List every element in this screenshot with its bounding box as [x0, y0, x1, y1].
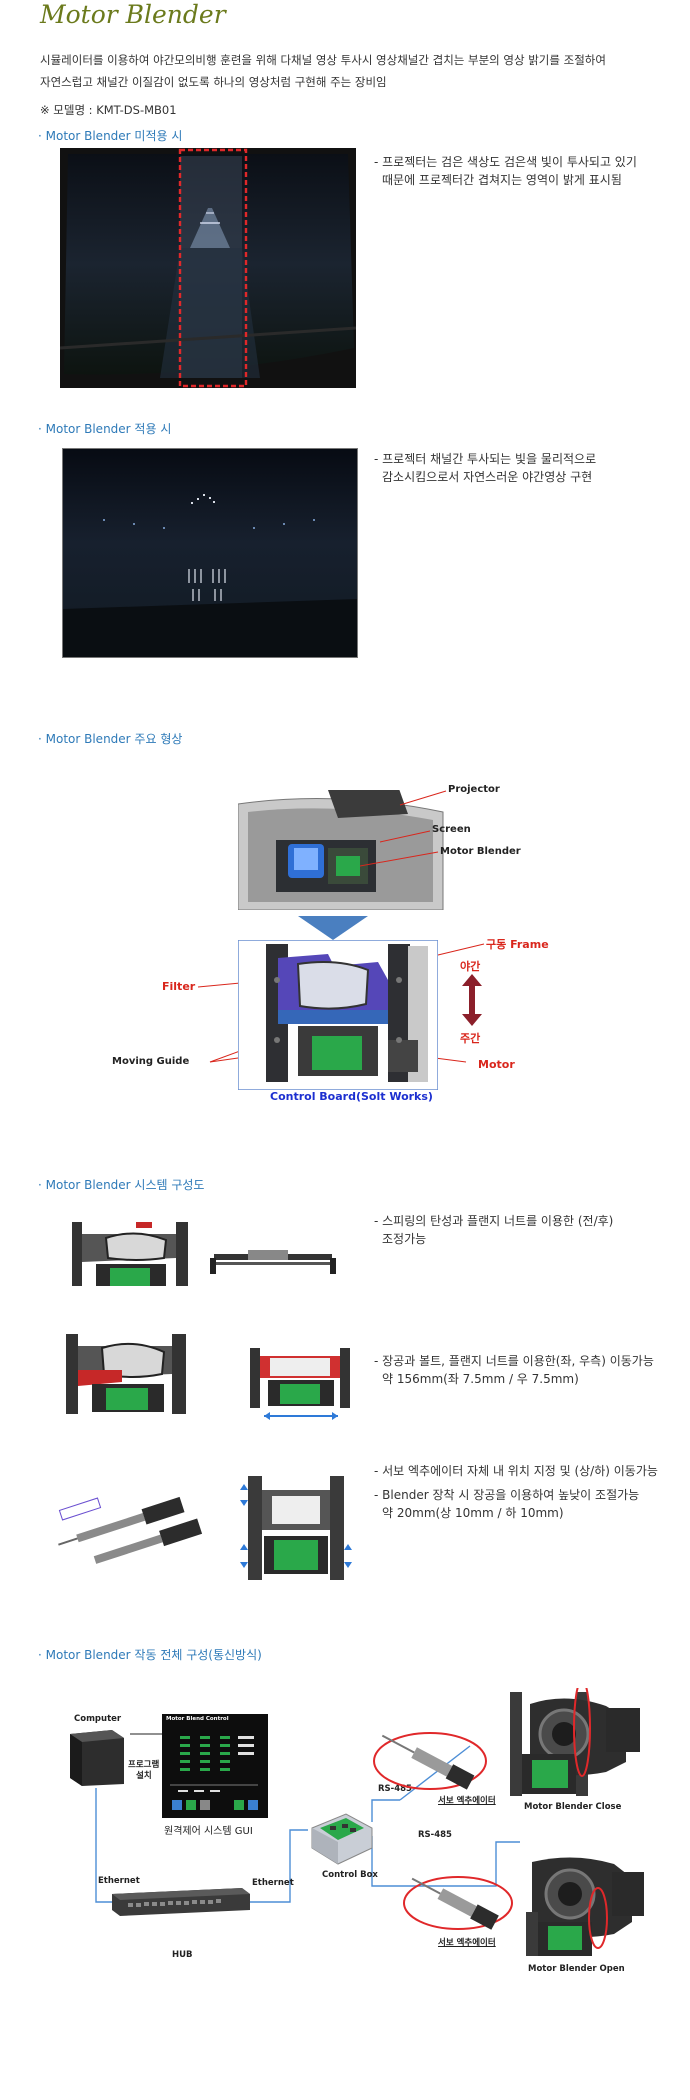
label-moving-guide: Moving Guide — [112, 1056, 190, 1067]
label-gui: 원격제어 시스템 GUI — [164, 1826, 253, 1837]
note-row3-1: - 서보 엑추에이터 자체 내 위치 지정 및 (상/하) 이동가능 — [374, 1464, 658, 1478]
section-heading-overall-config: · Motor Blender 작동 전체 구성(통신방식) — [38, 1648, 262, 1662]
label-control-box: Control Box — [322, 1870, 378, 1880]
label-ethernet-mid: Ethernet — [252, 1878, 294, 1888]
label-projector: Projector — [448, 784, 500, 795]
label-servo-top: 서보 엑추에이터 — [438, 1796, 496, 1806]
label-filter: Filter — [162, 980, 196, 993]
note-row1-2: 조정가능 — [382, 1232, 427, 1246]
frame-vertical-adjust — [236, 1470, 356, 1582]
projector-screen-illustration — [237, 786, 448, 911]
label-motor-blender: Motor Blender — [440, 846, 521, 857]
label-computer: Computer — [74, 1714, 122, 1724]
frame-side-view-1 — [66, 1218, 194, 1288]
remote-control-gui: Motor Blend Control — [162, 1714, 268, 1818]
label-motor: Motor — [478, 1058, 515, 1071]
label-control-board: Control Board(Solt Works) — [270, 1090, 433, 1103]
motor-blender-close-illustration — [506, 1679, 644, 1800]
gui-title: Motor Blend Control — [166, 1716, 229, 1722]
note-row2-2: 약 156mm(좌 7.5mm / 우 7.5mm) — [382, 1372, 579, 1386]
label-ethernet-left: Ethernet — [98, 1876, 140, 1886]
note-applied-2: 감소시킴으로서 자연스러운 야간영상 구현 — [382, 470, 593, 484]
intro-line-1: 시뮬레이터를 이용하여 야간모의비행 훈련을 위해 다채널 영상 투사시 영상채… — [40, 53, 606, 67]
network-connection-lines — [95, 1733, 520, 1903]
blender-mechanism-illustration — [237, 939, 439, 1091]
note-applied-1: - 프로젝터 채널간 투사되는 빛을 물리적으로 — [374, 452, 597, 466]
up-down-arrow-icon — [462, 974, 482, 1026]
label-rs485-top: RS-485 — [378, 1784, 412, 1794]
page-title: Motor Blender — [40, 0, 226, 29]
frame-front-view — [244, 1348, 358, 1422]
section-heading-applied: · Motor Blender 적용 시 — [38, 422, 172, 436]
label-night: 야간 — [460, 960, 481, 973]
night-scene-without-blender — [59, 148, 357, 388]
label-blender-close: Motor Blender Close — [524, 1802, 622, 1812]
label-day: 주간 — [460, 1032, 481, 1045]
down-arrow-icon — [298, 916, 368, 940]
label-screen: Screen — [432, 824, 471, 835]
servo-actuator-bottom — [402, 1874, 514, 1932]
label-hub: HUB — [172, 1950, 193, 1960]
note-row2-1: - 장공과 볼트, 플랜지 너트를 이용한(좌, 우측) 이동가능 — [374, 1354, 654, 1368]
frame-side-view-2 — [62, 1330, 190, 1416]
note-row3-3: 약 20mm(상 10mm / 하 10mm) — [382, 1506, 564, 1520]
model-number: ※ 모델명 : KMT-DS-MB01 — [40, 103, 177, 117]
computer-icon — [64, 1728, 128, 1788]
actuator-rail — [208, 1248, 338, 1280]
note-not-applied-2: 때문에 프로젝터간 겹쳐지는 영역이 밝게 표시됨 — [382, 173, 622, 187]
label-blender-open: Motor Blender Open — [528, 1964, 625, 1974]
intro-line-2: 자연스럽고 채널간 이질감이 없도록 하나의 영상처럼 구현해 주는 장비임 — [40, 75, 387, 89]
label-rs485-mid: RS-485 — [418, 1830, 452, 1840]
night-scene-with-blender — [62, 448, 358, 658]
label-servo-bottom: 서보 엑추에이터 — [438, 1938, 496, 1948]
control-box-icon — [306, 1806, 376, 1868]
label-program-install-1: 프로그램 — [128, 1760, 160, 1770]
note-row3-2: - Blender 장착 시 장공을 이용하여 높낮이 조절가능 — [374, 1488, 640, 1502]
note-not-applied-1: - 프로젝터는 검은 색상도 검은색 빛이 투사되고 있기 — [374, 155, 637, 169]
section-heading-main-shape: · Motor Blender 주요 형상 — [38, 732, 183, 746]
label-drive-frame: 구동 Frame — [486, 938, 549, 951]
network-hub-icon — [108, 1888, 252, 1918]
motor-blender-open-illustration — [520, 1852, 648, 1958]
servo-actuator-pair — [58, 1490, 214, 1572]
section-heading-not-applied: · Motor Blender 미적용 시 — [38, 129, 183, 143]
section-heading-system-config: · Motor Blender 시스템 구성도 — [38, 1178, 205, 1192]
label-program-install-2: 설치 — [136, 1771, 152, 1781]
servo-actuator-top — [372, 1730, 488, 1792]
note-row1-1: - 스피링의 탄성과 플랜지 너트를 이용한 (전/후) — [374, 1214, 614, 1228]
